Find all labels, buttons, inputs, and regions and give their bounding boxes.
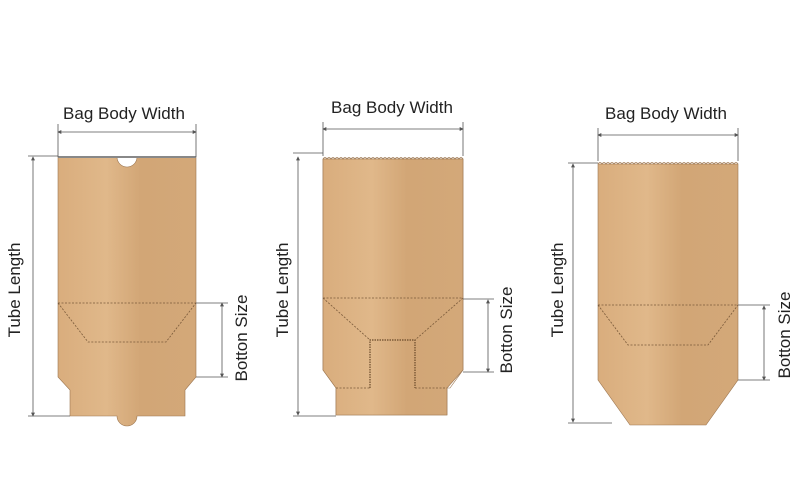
bag-3-fold-lines: [597, 304, 739, 346]
bag-3: Bag Body Width Tube Length Botton Size: [548, 104, 794, 426]
bag-3-bottom-label: Botton Size: [775, 292, 794, 379]
bag-2-width-label: Bag Body Width: [331, 98, 453, 117]
bag-1-bottom-label: Botton Size: [232, 295, 251, 382]
bag-2-length-label: Tube Length: [273, 243, 292, 338]
bag-1-body: [57, 156, 197, 427]
bag-2-bottom-notch: [369, 339, 416, 388]
bag-1-width-label: Bag Body Width: [63, 104, 185, 123]
bag-3-length-label: Tube Length: [548, 243, 567, 338]
bag-1: Bag Body Width Tube Length Botton Size: [5, 104, 251, 427]
bag-1-length-label: Tube Length: [5, 243, 24, 338]
bag-3-width-label: Bag Body Width: [605, 104, 727, 123]
bag-2-serrated-top: [322, 157, 464, 160]
bag-3-serrated-top: [597, 162, 739, 165]
bag-3-body: [597, 163, 739, 426]
bag-2: Bag Body Width Tube Length Botton Size: [273, 98, 516, 417]
bag-2-fold-lines: [322, 297, 464, 389]
bag-2-bottom-label: Botton Size: [497, 287, 516, 374]
bag-1-fold-lines: [57, 302, 197, 343]
